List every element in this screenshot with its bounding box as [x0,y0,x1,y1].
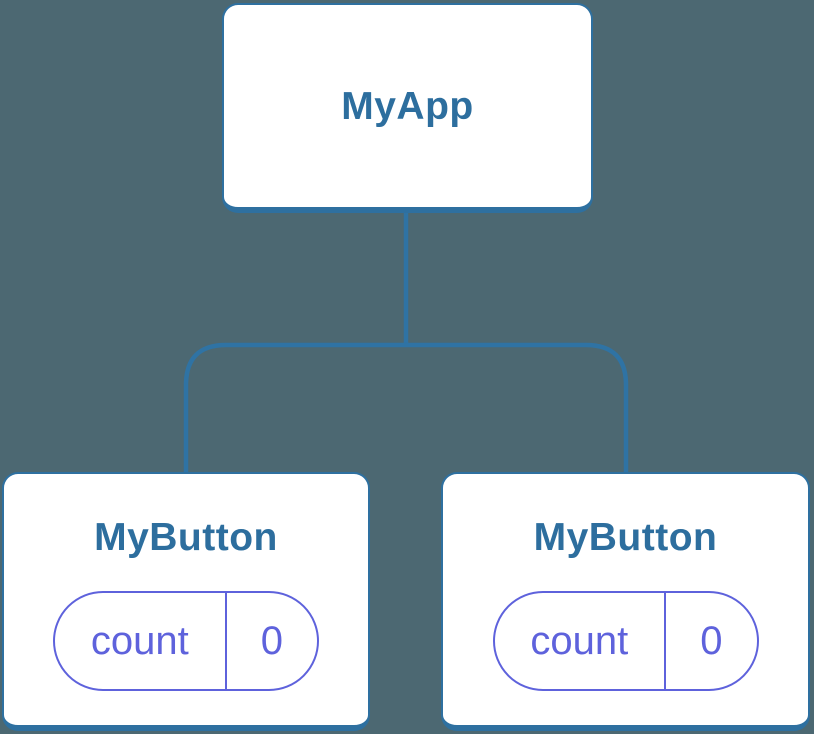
node-label: MyButton [94,516,278,559]
state-key-label: count [90,619,189,663]
tree-node-myapp: MyApp [222,3,593,213]
state-key-label: count [530,619,629,663]
tree-node-mybutton-left: MyButton count 0 [2,472,370,731]
node-label: MyApp [341,84,474,128]
state-value: 0 [664,593,756,689]
state-pill: count 0 [53,591,319,691]
tree-node-mybutton-right: MyButton count 0 [441,472,810,731]
state-pill: count 0 [492,591,759,691]
node-label: MyButton [533,516,718,559]
state-value: 0 [224,593,317,689]
connector-branches [183,342,629,472]
